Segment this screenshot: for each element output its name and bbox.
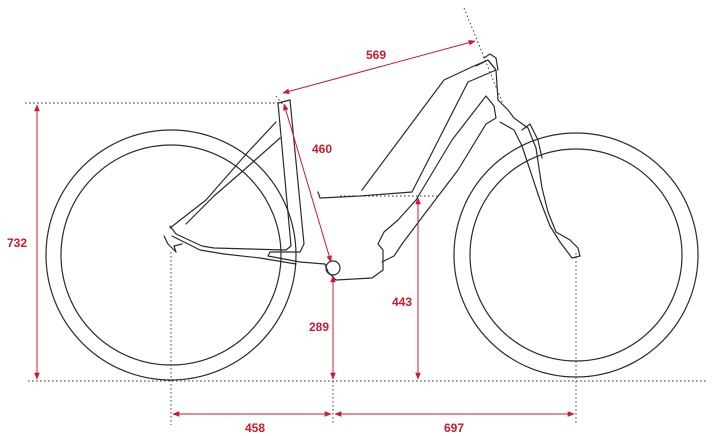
reach-dimension-line <box>282 39 476 95</box>
bottom-bracket-label: 289 <box>309 320 329 334</box>
chainstay-label: 458 <box>245 421 265 435</box>
bottom-bracket-icon <box>325 260 341 276</box>
seat-tube-dimension-line <box>283 103 332 263</box>
steering-axis-guide <box>463 7 504 105</box>
front-wheel <box>453 132 699 378</box>
front-center-label: 697 <box>444 421 464 435</box>
reach-label: 569 <box>366 48 386 62</box>
stack-label: 732 <box>7 236 27 250</box>
step-through-label: 443 <box>392 295 412 309</box>
seat-tube-label: 460 <box>312 142 332 156</box>
rear-wheel <box>45 129 297 381</box>
